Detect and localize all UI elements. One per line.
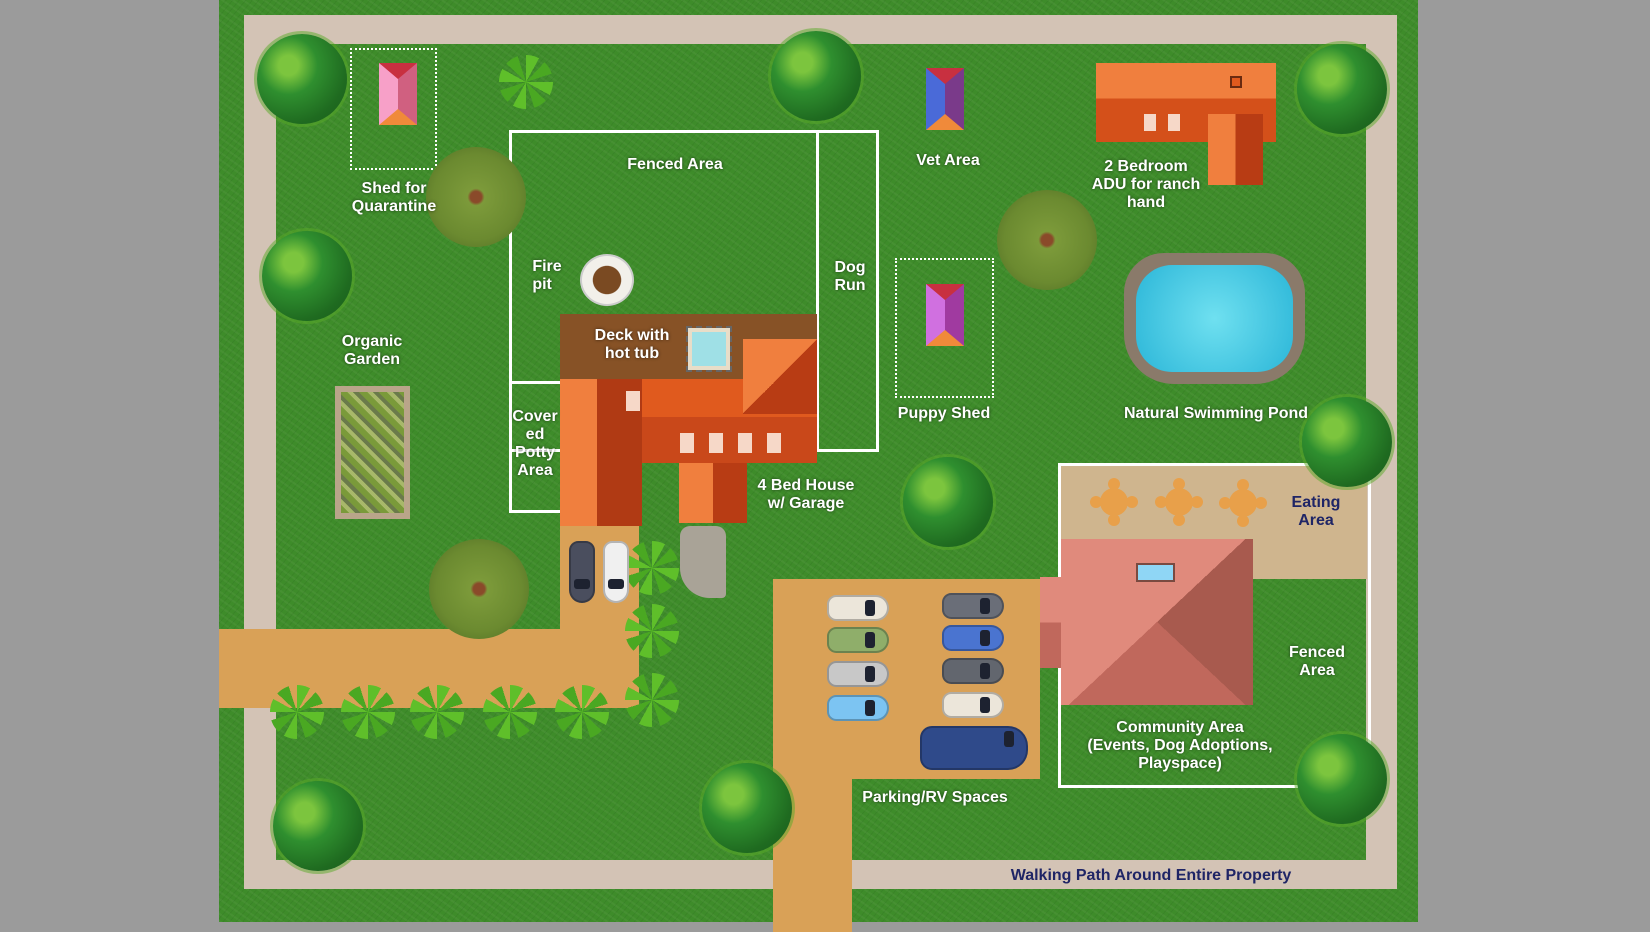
- skylight: [680, 433, 694, 453]
- palm-tree-icon: [410, 685, 464, 739]
- car-icon: [942, 658, 1004, 684]
- garage-roof: [679, 463, 747, 523]
- palm-tree-icon: [270, 685, 324, 739]
- puppy-shed-fence: [895, 258, 994, 398]
- label-pond: Natural Swimming Pond: [1123, 405, 1309, 422]
- palm-tree-icon: [625, 541, 679, 595]
- tree-icon: [1297, 44, 1387, 134]
- quarantine-shed: [379, 63, 417, 125]
- tree-icon: [702, 763, 792, 853]
- label-eating-area: Eating Area: [1291, 494, 1341, 529]
- stone-walkway: [680, 526, 726, 598]
- palm-tree-icon: [625, 673, 679, 727]
- label-shed-quarantine: Shed for Quarantine: [351, 180, 437, 215]
- label-dog-run: Dog Run: [834, 259, 866, 294]
- adu-roof-ell: [1208, 114, 1263, 185]
- car-icon: [942, 692, 1004, 718]
- label-fenced-area: Fenced Area: [627, 156, 723, 173]
- tree-icon: [273, 781, 363, 871]
- van-icon: [920, 726, 1028, 770]
- palm-tree-icon: [625, 604, 679, 658]
- label-fire-pit: Fire pit: [532, 258, 562, 293]
- organic-garden-bed: [335, 386, 410, 519]
- palm-tree-icon: [341, 685, 395, 739]
- car-icon: [942, 625, 1004, 651]
- skylight: [709, 433, 723, 453]
- community-window: [1136, 563, 1175, 582]
- bush-icon: [429, 539, 529, 639]
- puppy-shed: [926, 284, 964, 346]
- quarantine-fence: [350, 48, 437, 170]
- car-icon: [827, 595, 889, 621]
- label-covered-potty: Cover ed Potty Area: [512, 408, 558, 479]
- skylight: [1168, 114, 1180, 131]
- fire-pit: [580, 254, 634, 306]
- label-community-area: Community Area (Events, Dog Adoptions, P…: [1087, 719, 1273, 772]
- label-community-fenced-area: Fenced Area: [1288, 644, 1346, 679]
- dog-run-fence: [816, 130, 879, 452]
- label-house: 4 Bed House w/ Garage: [757, 477, 855, 512]
- dining-table: [1229, 489, 1257, 517]
- skylight: [1144, 114, 1156, 131]
- community-roof-extension: [1040, 577, 1064, 668]
- dining-table: [1100, 488, 1128, 516]
- swimming-pond: [1124, 253, 1305, 384]
- hot-tub: [686, 326, 732, 372]
- garden-plants: [341, 392, 404, 513]
- skylight: [767, 433, 781, 453]
- palm-tree-icon: [499, 55, 553, 109]
- palm-tree-icon: [483, 685, 537, 739]
- skylight: [626, 391, 640, 411]
- vet-shed: [926, 68, 964, 130]
- tree-icon: [1297, 734, 1387, 824]
- dining-table: [1165, 488, 1193, 516]
- label-vet-area: Vet Area: [916, 152, 980, 169]
- car-icon: [942, 593, 1004, 619]
- skylight: [738, 433, 752, 453]
- chimney: [1230, 76, 1242, 88]
- car-icon: [827, 695, 889, 721]
- label-adu: 2 Bedroom ADU for ranch hand: [1091, 158, 1201, 211]
- palm-tree-icon: [555, 685, 609, 739]
- bush-icon: [426, 147, 526, 247]
- car-icon: [827, 627, 889, 653]
- bush-icon: [997, 190, 1097, 290]
- label-puppy-shed: Puppy Shed: [897, 405, 991, 422]
- house-roof-wing: [743, 339, 817, 414]
- label-organic-garden: Organic Garden: [341, 333, 403, 368]
- tree-icon: [257, 34, 347, 124]
- tree-icon: [1302, 397, 1392, 487]
- car-icon: [827, 661, 889, 687]
- label-parking: Parking/RV Spaces: [862, 789, 1008, 806]
- car-icon: [569, 541, 595, 603]
- label-walking-path: Walking Path Around Entire Property: [1010, 867, 1292, 884]
- tree-icon: [903, 457, 993, 547]
- pond-water: [1136, 265, 1293, 372]
- car-icon: [603, 541, 629, 603]
- tree-icon: [262, 231, 352, 321]
- label-deck: Deck with hot tub: [594, 327, 670, 362]
- tree-icon: [771, 31, 861, 121]
